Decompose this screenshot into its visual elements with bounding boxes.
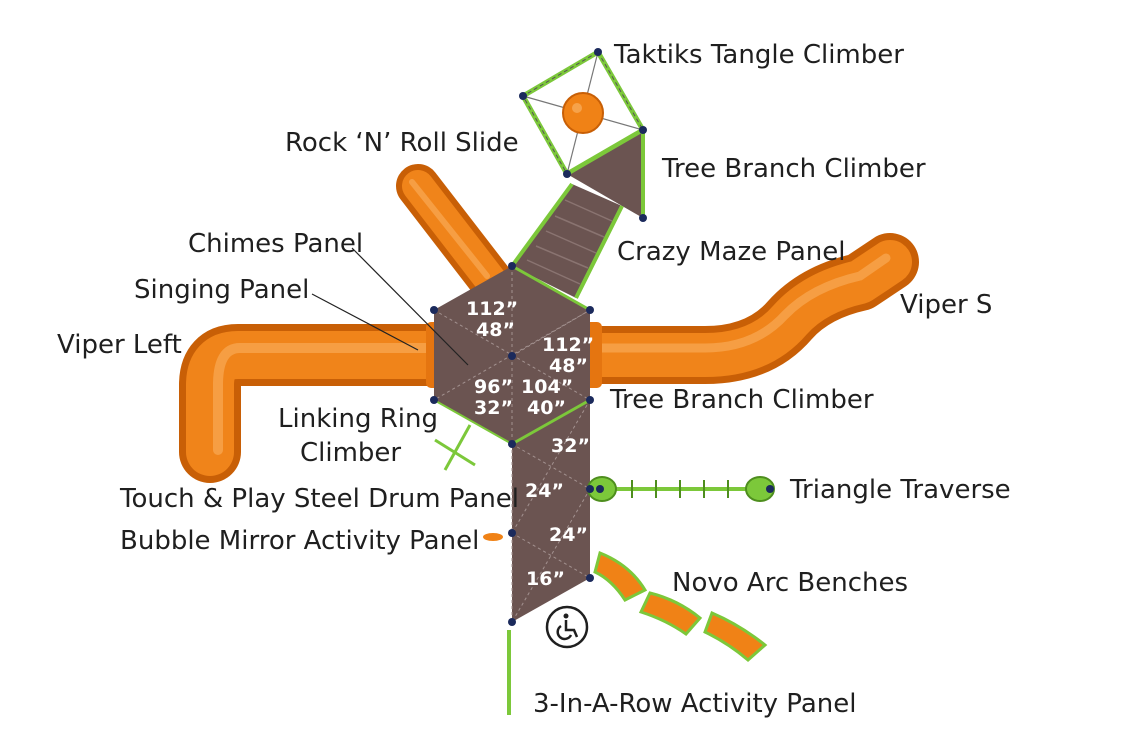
deck-height-1b: 48” xyxy=(476,319,515,341)
label-crazy-maze-panel: Crazy Maze Panel xyxy=(617,237,846,267)
label-bubble-mirror-panel: Bubble Mirror Activity Panel xyxy=(120,526,479,556)
deck-height-2b: 48” xyxy=(549,355,588,377)
label-singing-panel: Singing Panel xyxy=(134,275,309,305)
leader-lines xyxy=(311,247,469,366)
deck-height-7: 24” xyxy=(549,524,588,546)
deck-height-2a: 112” xyxy=(542,334,594,356)
deck-height-6: 24” xyxy=(525,480,564,502)
wheelchair-icon xyxy=(545,605,589,649)
bubble-mirror-panel xyxy=(483,533,503,541)
label-linking-ring-climber: Climber xyxy=(300,438,401,468)
deck-height-3b: 32” xyxy=(474,397,513,419)
label-tree-branch-climber-top: Tree Branch Climber xyxy=(661,154,926,184)
linking-ring-climber xyxy=(434,424,476,471)
deck-height-5: 32” xyxy=(551,435,590,457)
triangle-traverse xyxy=(587,476,775,502)
label-three-in-a-row-panel: 3-In-A-Row Activity Panel xyxy=(533,689,856,719)
label-novo-arc-benches: Novo Arc Benches xyxy=(672,568,908,598)
deck-height-8: 16” xyxy=(526,568,565,590)
taktiks-tangle-climber xyxy=(520,49,646,177)
deck-height-4a: 104” xyxy=(521,376,573,398)
label-chimes-panel: Chimes Panel xyxy=(188,229,363,259)
label-linking-ring: Linking Ring xyxy=(278,404,438,434)
label-steel-drum-panel: Touch & Play Steel Drum Panel xyxy=(119,484,519,514)
rock-n-roll-slide xyxy=(396,164,514,304)
novo-arc-benches xyxy=(593,550,768,662)
label-viper-left: Viper Left xyxy=(57,330,182,360)
viper-s-slide xyxy=(563,233,919,388)
label-triangle-traverse: Triangle Traverse xyxy=(789,475,1011,505)
posts xyxy=(430,48,774,626)
deck-height-3a: 96” xyxy=(474,376,513,398)
deck-height-4b: 40” xyxy=(527,397,566,419)
label-viper-s: Viper S xyxy=(900,290,992,320)
label-taktiks-tangle-climber: Taktiks Tangle Climber xyxy=(613,40,904,70)
ramp xyxy=(510,182,624,299)
label-tree-branch-climber-mid: Tree Branch Climber xyxy=(609,385,874,415)
label-rock-n-roll-slide: Rock ‘N’ Roll Slide xyxy=(285,128,519,158)
deck-heights: 112” 48” 112” 48” 96” 32” 104” 40” 32” 2… xyxy=(466,298,594,590)
deck-height-1a: 112” xyxy=(466,298,518,320)
callouts: Taktiks Tangle Climber Rock ‘N’ Roll Sli… xyxy=(57,40,1011,719)
